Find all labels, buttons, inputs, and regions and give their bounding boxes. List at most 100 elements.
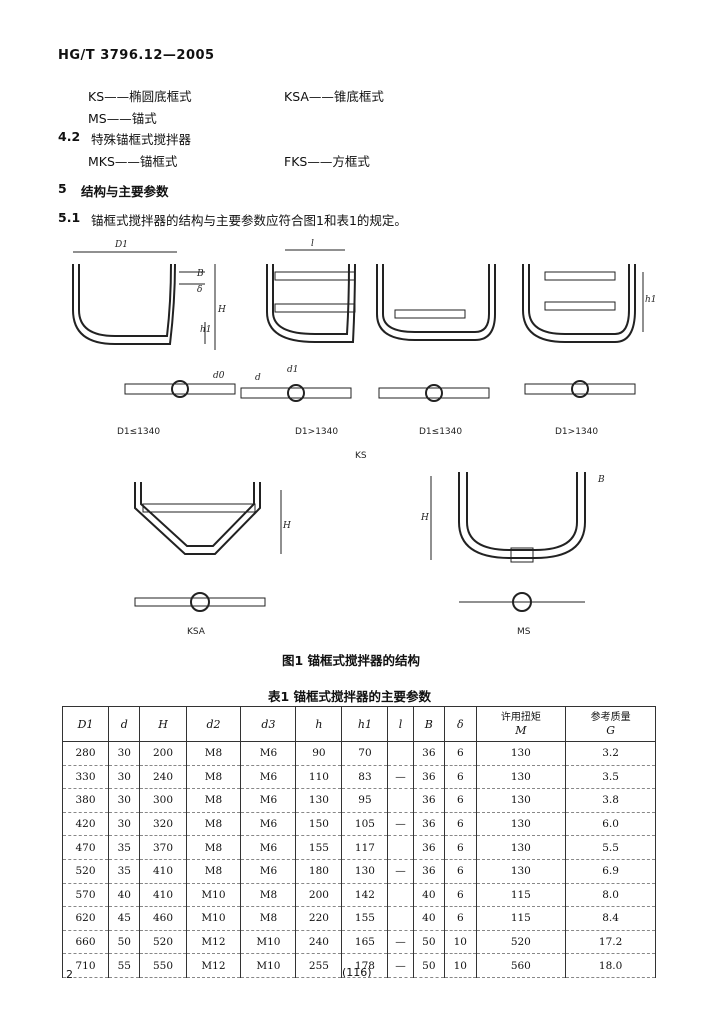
table-cell: M12 <box>185 929 242 955</box>
table-cell <box>387 906 414 931</box>
header-l: l <box>387 706 414 742</box>
table-cell: 10 <box>444 929 477 955</box>
table-cell: 6 <box>444 906 477 931</box>
table-cell: M8 <box>185 858 242 884</box>
table-cell: 550 <box>139 953 187 978</box>
table-cell: M8 <box>185 811 242 837</box>
table-cell: 36 <box>412 764 446 790</box>
table-cell: 40 <box>412 906 446 931</box>
table-cell: M8 <box>240 906 297 931</box>
table-cell: 130 <box>475 811 567 837</box>
header-torque-line1: 许用扭矩 <box>500 712 541 723</box>
table-cell: 280 <box>61 741 110 766</box>
table-cell: 83 <box>341 764 389 790</box>
table-cell: 35 <box>108 858 141 884</box>
label-d1: D1 <box>114 240 128 250</box>
table-cell: 520 <box>475 929 567 955</box>
table-cell: M6 <box>240 858 297 884</box>
type-ks: KS——椭圆底框式 <box>88 89 192 104</box>
header-h-small: h <box>295 706 343 742</box>
table-cell: M6 <box>240 764 297 790</box>
ks-drawing-4: h1 <box>522 264 657 343</box>
table-cell: 460 <box>139 906 187 931</box>
table-cell: 70 <box>341 741 389 766</box>
section-4-2-title: 特殊锚框式搅拌器 <box>91 132 192 147</box>
table-cell: 6 <box>444 835 477 860</box>
table-cell: 220 <box>295 906 343 931</box>
table-cell: 36 <box>412 788 446 813</box>
table-cell: 3.8 <box>565 788 656 813</box>
ks-drawing-3 <box>376 264 496 341</box>
table-cell: 180 <box>295 858 343 884</box>
table-cell: M8 <box>185 788 242 813</box>
label-h1-4: h1 <box>645 295 657 305</box>
table-cell: 18.0 <box>565 953 656 978</box>
type-mks: MKS——锚框式 <box>88 154 178 169</box>
ks-drawing-1: D1 H h1 B δ <box>72 240 226 350</box>
table-cell: 330 <box>61 764 110 790</box>
table-cell: 6 <box>444 764 477 790</box>
group-label-ms: MS <box>517 627 531 637</box>
table-cell: 6 <box>444 741 477 766</box>
header-d: d <box>108 706 141 742</box>
table-cell <box>387 741 414 766</box>
table-cell: 30 <box>108 788 141 813</box>
table-cell: M6 <box>240 835 297 860</box>
table-cell: 8.0 <box>565 882 656 908</box>
header-torque: 许用扭矩 M <box>475 706 567 742</box>
table-cell: 255 <box>295 953 343 978</box>
type-fks: FKS——方框式 <box>284 154 370 169</box>
table-cell: 45 <box>108 906 141 931</box>
table-cell: 130 <box>341 858 389 884</box>
label-h-ksa: H <box>282 521 291 531</box>
group-label-ksa: KSA <box>187 627 206 637</box>
table-cell: 55 <box>108 953 141 978</box>
table-cell: M10 <box>185 906 242 931</box>
table-cell: 300 <box>139 788 187 813</box>
table-cell: M8 <box>240 882 297 908</box>
table-cell: 6 <box>444 858 477 884</box>
section-4-2-number: 4.2 <box>58 129 81 144</box>
table-cell: 30 <box>108 741 141 766</box>
table-cell: 50 <box>412 953 446 978</box>
table-cell: 115 <box>475 882 567 908</box>
table-cell: 560 <box>475 953 567 978</box>
table-header-row: D1 d H d2 d3 h h1 l B δ 许用扭矩 M 参考质量 G <box>61 706 656 742</box>
table-cell <box>387 882 414 908</box>
header-d2: d2 <box>185 706 242 742</box>
table-cell <box>387 788 414 813</box>
table-cell: 30 <box>108 764 141 790</box>
table-cell: 36 <box>412 741 446 766</box>
subcaption-1: D1≤1340 <box>117 427 160 437</box>
label-b-ms: B <box>597 475 605 485</box>
table-cell: 410 <box>139 882 187 908</box>
table-cell: 370 <box>139 835 187 860</box>
table-cell: M10 <box>185 882 242 908</box>
table-cell: M12 <box>185 953 242 978</box>
type-ksa: KSA——锥底框式 <box>284 89 384 104</box>
table-cell: 155 <box>295 835 343 860</box>
table-cell: 3.2 <box>565 741 656 766</box>
table-cell: 520 <box>61 858 110 884</box>
table-cell: 105 <box>341 811 389 837</box>
table-cell: 620 <box>61 906 110 931</box>
table-cell: M8 <box>185 764 242 790</box>
table-cell: 200 <box>139 741 187 766</box>
header-mass-line1: 参考质量 <box>590 712 631 723</box>
table-cell: 130 <box>475 858 567 884</box>
table-cell: 710 <box>61 953 110 978</box>
page-number-left: 2 <box>66 968 73 981</box>
table-cell: 117 <box>341 835 389 860</box>
ksa-drawing: H <box>134 482 291 612</box>
table-cell: 115 <box>475 906 567 931</box>
table-cell: 155 <box>341 906 389 931</box>
header-mass: 参考质量 G <box>565 706 656 742</box>
table-cell: 130 <box>475 835 567 860</box>
table-cell: 6.0 <box>565 811 656 837</box>
figure-1-drawings: D1 H h1 B δ l h1 d0 d1 d <box>72 239 657 637</box>
table-cell: 240 <box>139 764 187 790</box>
